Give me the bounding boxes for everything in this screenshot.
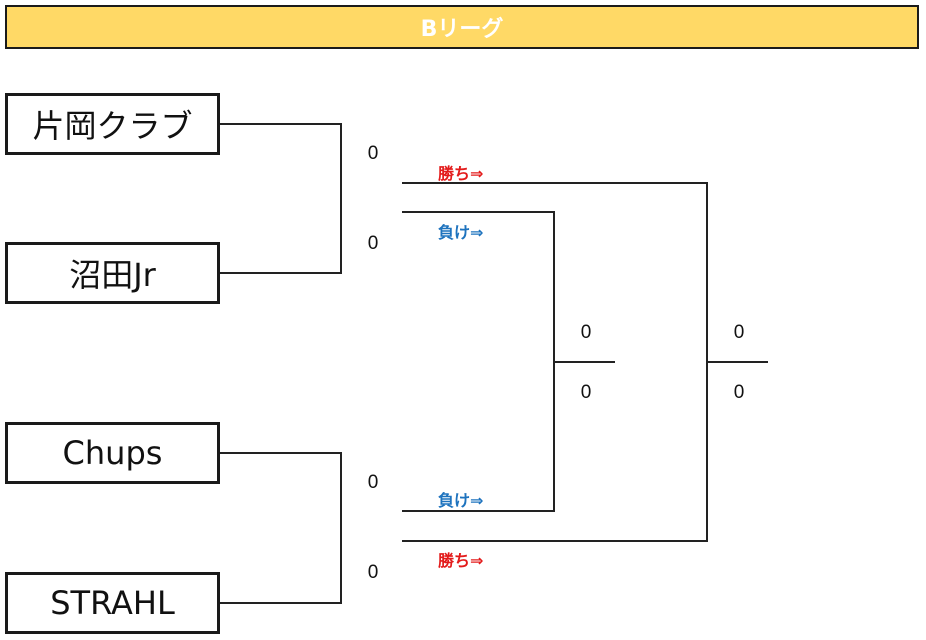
bracket-line-team2 [220, 272, 342, 274]
score-losers-final-top: 0 [580, 322, 592, 343]
bracket-connector-top [340, 123, 342, 274]
team-box-3: Chups [5, 422, 220, 484]
lose-label-bottom: 負け⇒ [438, 491, 484, 510]
lose-label-top: 負け⇒ [438, 223, 484, 242]
score-match1-top: 0 [367, 143, 379, 164]
score-match2-top: 0 [367, 472, 379, 493]
team-box-2: 沼田Jr [5, 242, 220, 304]
winners-line-top [402, 182, 708, 184]
league-title: Bリーグ [420, 17, 504, 42]
score-winners-final-bottom: 0 [733, 382, 745, 403]
losers-line-top [402, 211, 555, 213]
team-box-4: STRAHL [5, 572, 220, 634]
league-header: Bリーグ [5, 5, 919, 49]
losers-output-line [553, 361, 615, 363]
bracket-line-team4 [220, 602, 342, 604]
score-winners-final-top: 0 [733, 322, 745, 343]
winners-line-bottom [402, 540, 708, 542]
score-match2-bottom: 0 [367, 562, 379, 583]
winners-output-line [706, 361, 768, 363]
losers-line-bottom [402, 510, 555, 512]
win-label-top: 勝ち⇒ [438, 164, 484, 183]
bracket-line-team1 [220, 123, 342, 125]
score-losers-final-bottom: 0 [580, 382, 592, 403]
team-box-1: 片岡クラブ [5, 93, 220, 155]
score-match1-bottom: 0 [367, 233, 379, 254]
bracket-connector-bottom [340, 452, 342, 604]
bracket-line-team3 [220, 452, 342, 454]
win-label-bottom: 勝ち⇒ [438, 551, 484, 570]
